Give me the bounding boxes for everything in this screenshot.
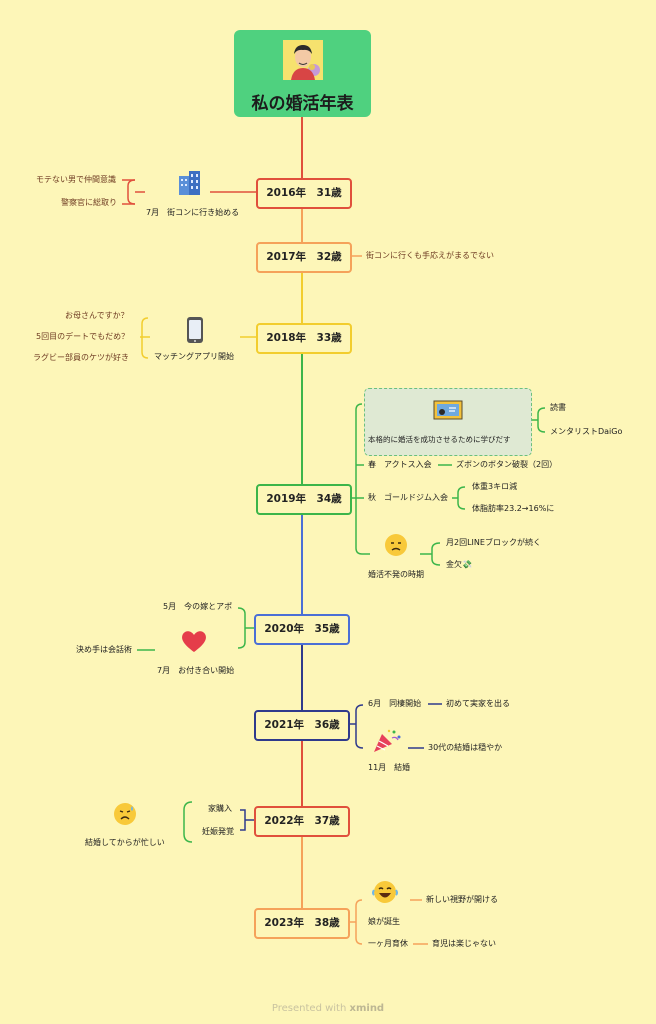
event-2023-2[interactable]: 一ヶ月育休 — [368, 939, 408, 948]
smartphone-icon — [187, 317, 203, 343]
event-2020-2[interactable]: 7月 お付き合い開始 — [157, 666, 235, 675]
laughing-face-icon — [372, 881, 398, 903]
sad-face-icon — [385, 534, 407, 556]
note-2021-1[interactable]: 初めて実家を出る — [446, 699, 510, 708]
slump-2019[interactable]: 婚活不発の時期 — [368, 570, 424, 579]
spring-2019[interactable]: 春 アクトス入会 — [368, 460, 432, 469]
sweat-face-icon — [114, 803, 136, 825]
event-2021-1[interactable]: 6月 同棲開始 — [368, 699, 422, 708]
building-icon — [179, 171, 200, 195]
year-node-2018[interactable]: 2018年 33歳 — [256, 323, 352, 354]
event-2022-1[interactable]: 家購入 — [208, 804, 232, 813]
avatar-icon — [283, 40, 323, 80]
event-2020-1[interactable]: 5月 今の嫁とアポ — [163, 602, 233, 611]
year-node-2020[interactable]: 2020年 35歳 — [254, 614, 350, 645]
presentation-icon — [433, 400, 463, 420]
year-node-2016[interactable]: 2016年 31歳 — [256, 178, 352, 209]
year-node-2023[interactable]: 2023年 38歳 — [254, 908, 350, 939]
note-2018-2[interactable]: 5回目のデートでもだめ？ — [36, 332, 130, 341]
slump-note-2019-2[interactable]: 金欠💸 — [446, 560, 472, 569]
event-2018[interactable]: マッチングアプリ開始 — [154, 352, 234, 361]
footer-brand: xmind — [349, 1003, 385, 1014]
year-node-2022[interactable]: 2022年 37歳 — [254, 806, 350, 837]
note-2021-2[interactable]: 30代の結婚は穏やか — [428, 743, 503, 752]
study-node[interactable]: 本格的に婚活を成功させるために学びだす — [364, 388, 532, 456]
footer: Presented with xmind — [0, 1003, 656, 1014]
study-note-2[interactable]: メンタリストDaiGo — [550, 427, 623, 436]
study-text: 本格的に婚活を成功させるために学びだす — [368, 435, 511, 444]
party-popper-icon — [374, 729, 401, 752]
note-2018-3[interactable]: ラグビー部員のケツが好き — [33, 353, 129, 362]
note-2016-1[interactable]: モテない男で仲間意識 — [36, 175, 116, 184]
event-2021-2[interactable]: 11月 結婚 — [368, 763, 411, 772]
autumn-2019[interactable]: 秋 ゴールドジム入会 — [368, 493, 448, 502]
title-node[interactable]: 私の婚活年表 — [234, 30, 371, 117]
event-2023-1[interactable]: 娘が誕生 — [368, 917, 400, 926]
note-2022[interactable]: 結婚してからが忙しい — [85, 838, 165, 847]
footer-prefix: Presented with — [271, 1003, 347, 1014]
event-2016[interactable]: 7月 街コンに行き始める — [146, 208, 240, 217]
note-2016-2[interactable]: 警察官に総取り — [61, 198, 117, 207]
year-node-2017[interactable]: 2017年 32歳 — [256, 242, 352, 273]
year-node-2019[interactable]: 2019年 34歳 — [256, 484, 352, 515]
note-2023-1[interactable]: 新しい視野が開ける — [426, 895, 498, 904]
note-2020[interactable]: 決め手は会話術 — [76, 645, 132, 654]
note-2017[interactable]: 街コンに行くも手応えがまるでない — [366, 251, 494, 260]
note-2018-1[interactable]: お母さんですか？ — [65, 311, 129, 320]
page-title: 私の婚活年表 — [251, 94, 354, 114]
year-node-2021[interactable]: 2021年 36歳 — [254, 710, 350, 741]
autumn-note-2019-1[interactable]: 体重3キロ減 — [472, 482, 518, 491]
autumn-note-2019-2[interactable]: 体脂肪率23.2→16%に — [472, 504, 555, 513]
event-2022-2[interactable]: 妊娠発覚 — [202, 827, 234, 836]
study-note-1[interactable]: 読書 — [550, 403, 566, 412]
heart-icon — [182, 631, 206, 652]
slump-note-2019-1[interactable]: 月2回LINEブロックが続く — [446, 538, 541, 547]
note-2023-2[interactable]: 育児は楽じゃない — [432, 939, 496, 948]
spring-note-2019[interactable]: ズボンのボタン破裂（2回） — [456, 460, 558, 469]
